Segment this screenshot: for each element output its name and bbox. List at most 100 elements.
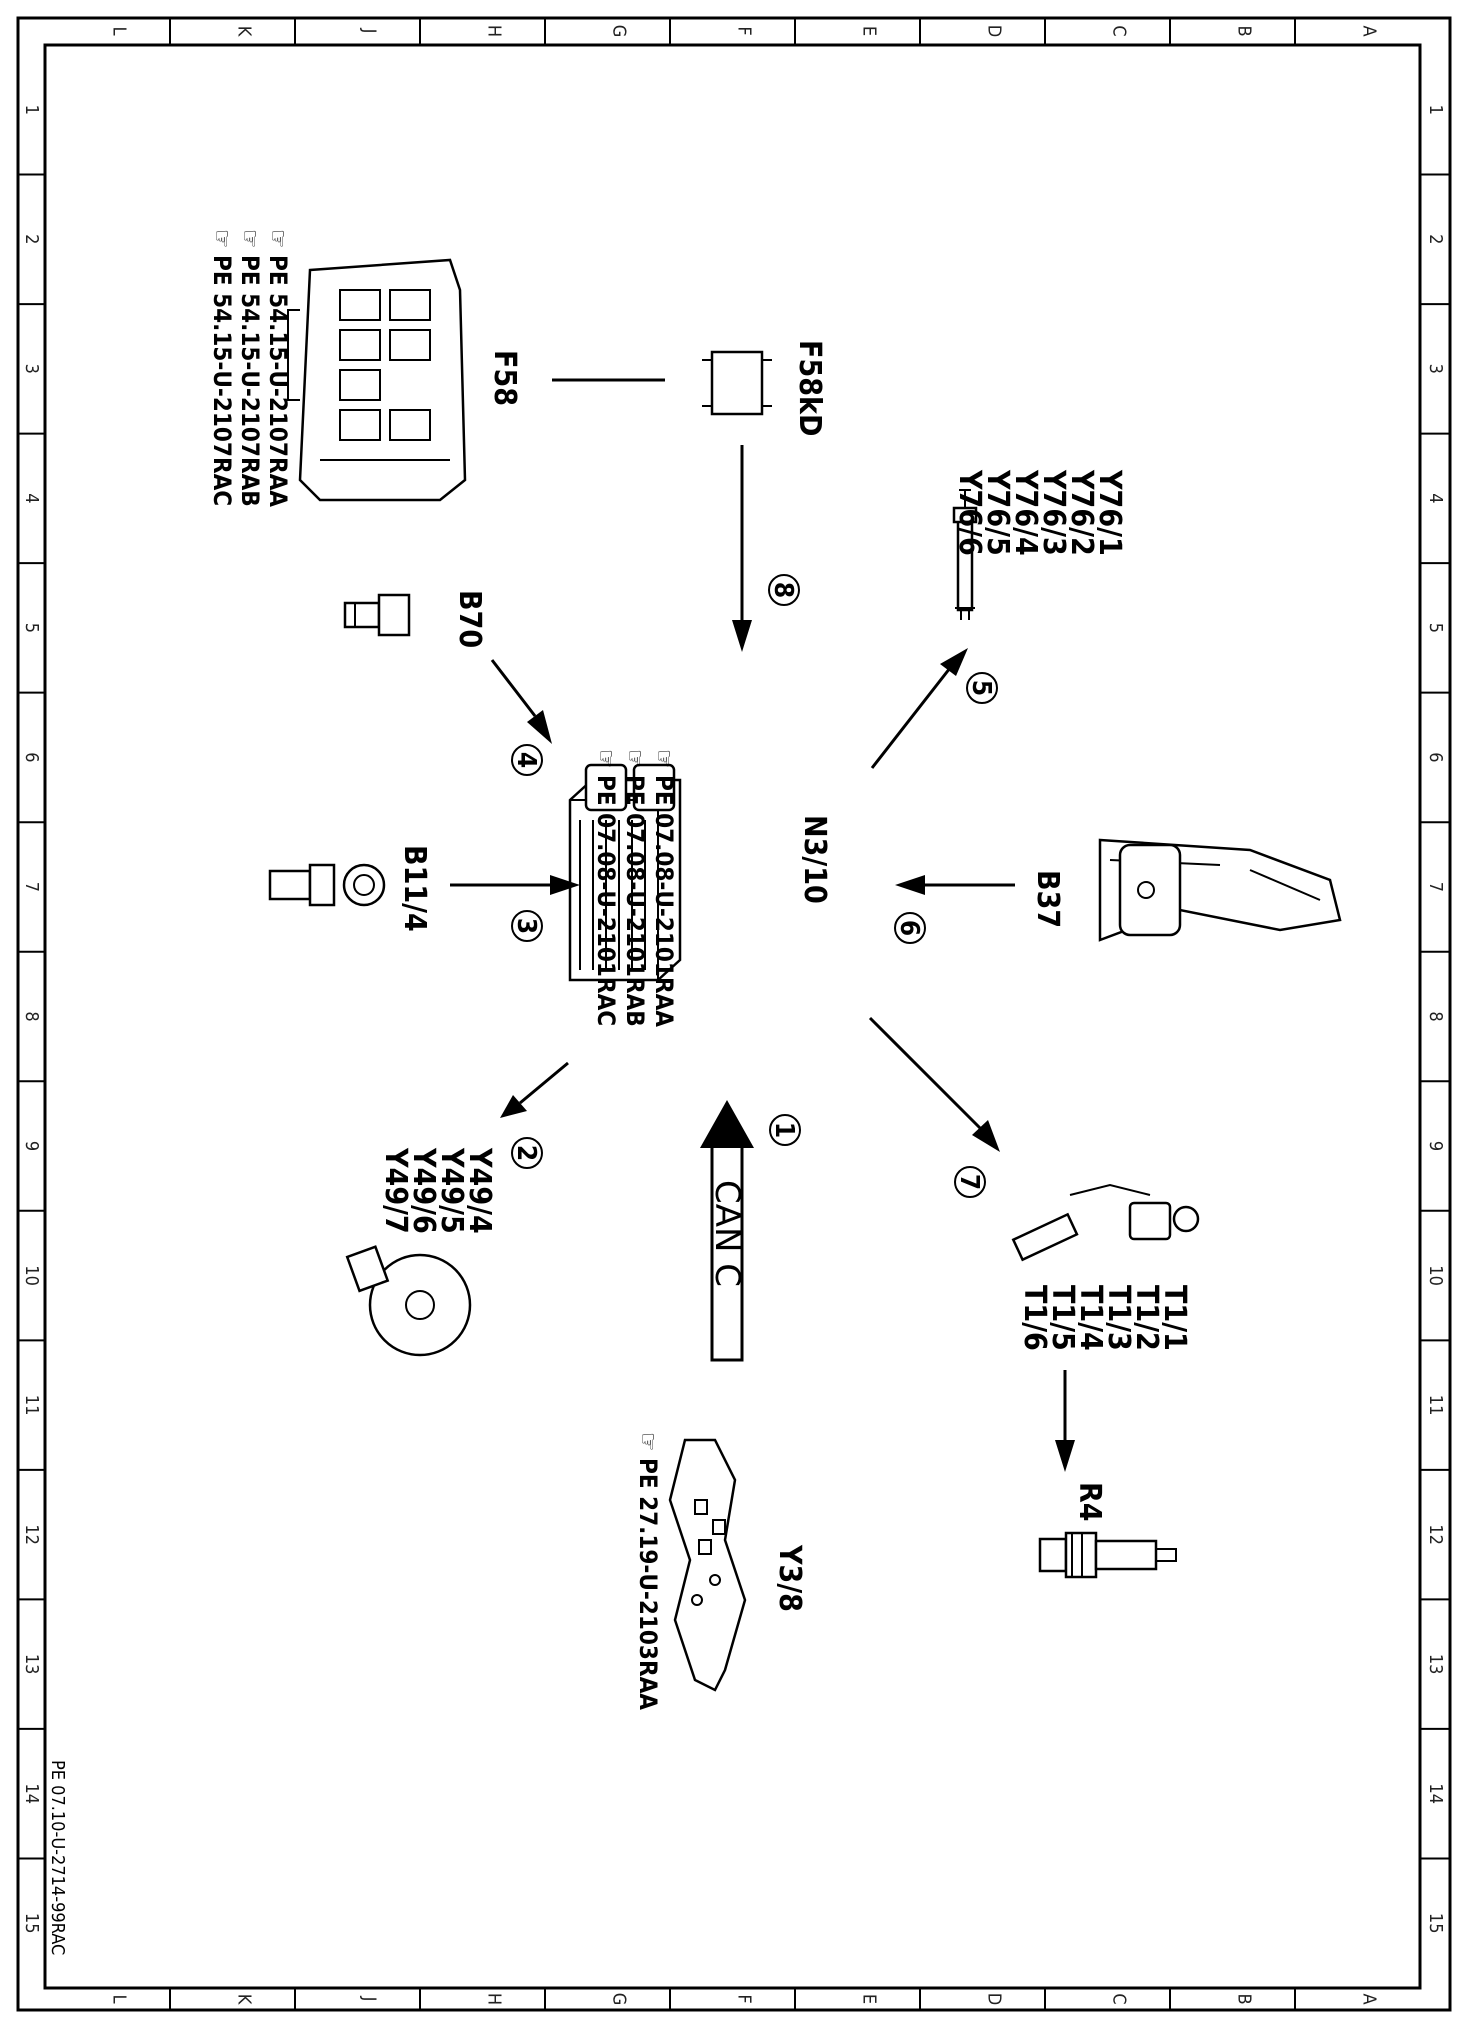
grid-row-right-5: 5 <box>1425 623 1446 633</box>
grid-col-top-C: C <box>1109 25 1130 36</box>
grid-row-right-2: 2 <box>1425 234 1446 244</box>
label-t1-2: T1/2 <box>1129 1285 1164 1351</box>
label-n3-10: N3/10 <box>797 815 832 904</box>
grid-row-left-12: 12 <box>21 1524 42 1545</box>
component-b37: B37 <box>1030 838 1342 942</box>
label-b70: B70 <box>452 590 487 648</box>
label-y49-7: Y49/7 <box>378 1147 413 1234</box>
arrow-7: 7 <box>868 1016 1000 1198</box>
grid-row-left-10: 10 <box>21 1265 42 1286</box>
grid-col-bottom-E: E <box>859 1994 880 2004</box>
label-r4: R4 <box>1072 1482 1107 1522</box>
grid-row-left-8: 8 <box>21 1011 42 1021</box>
grid-row-left-9: 9 <box>21 1141 42 1151</box>
grid-row-right-8: 8 <box>1425 1011 1446 1021</box>
callout-4: 4 <box>511 752 541 768</box>
grid-row-right-3: 3 <box>1425 364 1446 374</box>
label-y76-5: Y76/5 <box>980 469 1015 556</box>
grid-row-right-11: 11 <box>1425 1395 1446 1416</box>
grid-col-bottom-F: F <box>734 1994 755 2003</box>
grid-row-left-6: 6 <box>21 752 42 762</box>
grid-col-bottom-A: A <box>1359 1993 1380 2004</box>
arrow-t1-r4 <box>1055 1370 1075 1472</box>
label-t1-5: T1/5 <box>1045 1285 1080 1351</box>
grid-col-bottom-J: J <box>359 1996 380 2002</box>
grid-col-bottom-D: D <box>984 1993 1005 2005</box>
label-y76-1: Y76/1 <box>1092 469 1127 556</box>
can-bus-arrow: CAN C 1 <box>700 1100 801 1362</box>
ref-f58-a: PE 54.15-U-2107RAA <box>264 255 292 507</box>
label-y76-4: Y76/4 <box>1008 469 1043 556</box>
ref-f58-c: PE 54.15-U-2107RAC <box>208 255 236 506</box>
grid-col-top-L: L <box>109 26 130 35</box>
label-y49-5: Y49/5 <box>434 1147 469 1234</box>
component-r4: R4 <box>1038 1482 1177 1579</box>
label-b11-4: B11/4 <box>397 845 432 932</box>
grid-col-top-B: B <box>1234 25 1255 36</box>
arrow-6: 6 <box>894 875 1015 944</box>
svg-text:☞: ☞ <box>634 1432 662 1451</box>
label-y76-6: Y76/6 <box>952 469 987 556</box>
svg-text:☞: ☞ <box>592 749 620 768</box>
callout-6: 6 <box>894 920 924 936</box>
grid-col-top-G: G <box>609 25 630 38</box>
grid-ticks <box>18 18 1450 2010</box>
control-unit-n3-10-drawing: N3/10 PE 07.08-U-2101RAA PE 07.08-U-2101… <box>568 749 832 1027</box>
component-b70: B70 <box>343 590 487 648</box>
label-y76-2: Y76/2 <box>1064 469 1099 556</box>
grid-row-right-7: 7 <box>1425 882 1446 892</box>
grid-row-left-2: 2 <box>21 234 42 244</box>
grid-col-top-H: H <box>484 25 505 37</box>
component-f58: F58 PE 54.15-U-2107RAA PE 54.15-U-2107RA… <box>208 229 522 507</box>
callout-8: 8 <box>768 582 798 598</box>
drawing-id: PE 07.10-U-2714-99RAC <box>47 1760 68 1955</box>
drawing-frame <box>16 16 1452 2012</box>
grid-col-bottom-G: G <box>609 1993 630 2006</box>
grid-row-right-13: 13 <box>1425 1654 1446 1675</box>
label-t1-6: T1/6 <box>1017 1285 1052 1351</box>
label-f58kd: F58kD <box>792 340 827 436</box>
component-y76: Y76/1 Y76/2 Y76/3 Y76/4 Y76/5 Y76/6 <box>952 469 1127 620</box>
grid-row-left-7: 7 <box>21 882 42 892</box>
component-f58kd: F58kD <box>702 340 827 436</box>
svg-text:☞: ☞ <box>208 229 236 248</box>
ref-n3-10-b: PE 07.08-U-2101RAB <box>621 775 649 1027</box>
arrow-5: 5 <box>870 648 998 769</box>
svg-text:☞: ☞ <box>650 749 678 768</box>
ref-f58-b: PE 54.15-U-2107RAB <box>236 255 264 507</box>
grid-row-right-15: 15 <box>1425 1913 1446 1934</box>
grid-row-right-6: 6 <box>1425 752 1446 762</box>
grid-row-right-10: 10 <box>1425 1265 1446 1286</box>
grid-row-left-11: 11 <box>21 1395 42 1416</box>
callout-7: 7 <box>954 1174 984 1190</box>
svg-text:☞: ☞ <box>621 749 649 768</box>
label-t1-4: T1/4 <box>1073 1285 1108 1351</box>
callout-3: 3 <box>511 918 541 934</box>
component-y49: Y49/4 Y49/5 Y49/6 Y49/7 <box>345 1147 497 1357</box>
arrow-4: 4 <box>490 659 552 776</box>
svg-text:☞: ☞ <box>236 229 264 248</box>
component-y3-8: Y3/8 PE 27.19-U-2103RAA ☞ <box>634 1432 807 1710</box>
label-b37: B37 <box>1030 870 1065 928</box>
grid-row-left-3: 3 <box>21 364 42 374</box>
arrow-8: 8 <box>732 445 800 652</box>
grid-row-left-13: 13 <box>21 1654 42 1675</box>
label-t1-3: T1/3 <box>1101 1285 1136 1351</box>
component-t1: T1/1 T1/2 T1/3 T1/4 T1/5 T1/6 <box>1011 1183 1200 1351</box>
grid-row-left-5: 5 <box>21 623 42 633</box>
grid-row-right-14: 14 <box>1425 1783 1446 1804</box>
label-y3-8: Y3/8 <box>772 1544 807 1612</box>
grid-row-left-4: 4 <box>21 493 42 503</box>
can-label: CAN C <box>707 1180 747 1287</box>
arrow-2: 2 <box>500 1061 569 1169</box>
ref-n3-10-c: PE 07.08-U-2101RAC <box>592 775 620 1026</box>
label-y49-6: Y49/6 <box>406 1147 441 1234</box>
grid-row-right-1: 1 <box>1425 105 1446 115</box>
arrow-3: 3 <box>450 875 580 942</box>
grid-col-bottom-K: K <box>234 1994 255 2005</box>
grid-col-top-J: J <box>359 28 380 34</box>
label-t1-1: T1/1 <box>1157 1285 1192 1351</box>
label-y76-3: Y76/3 <box>1036 469 1071 556</box>
